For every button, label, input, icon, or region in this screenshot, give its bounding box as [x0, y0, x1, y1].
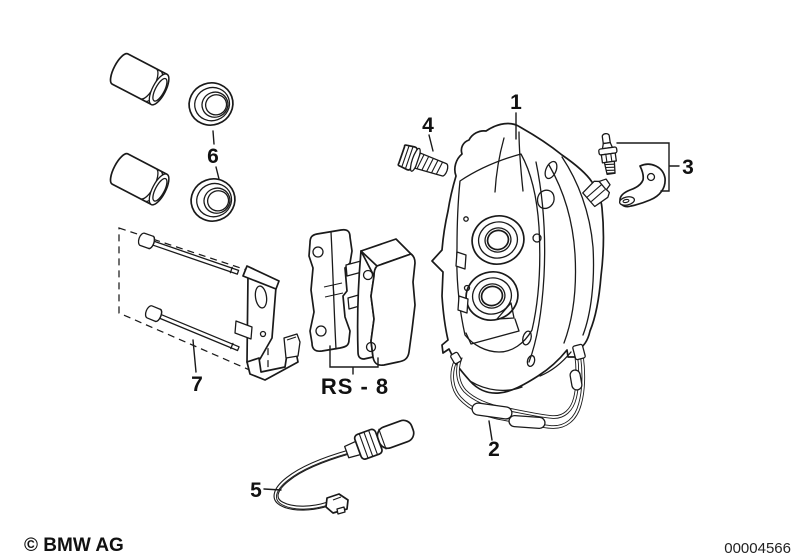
callout-pads[interactable]: RS - 8	[321, 374, 389, 399]
caliper-bore-top	[471, 215, 525, 265]
brake-pad-right	[345, 238, 416, 367]
bleeder-clip-drawing	[618, 163, 666, 208]
callout-5-leader	[263, 488, 282, 491]
callout-5[interactable]: 5	[250, 479, 262, 502]
kit-dashed-outline	[118, 227, 269, 379]
piston-seal-drawing-bottom	[190, 178, 236, 222]
callout-2-leader	[488, 420, 493, 441]
callout-4-leader	[428, 134, 434, 152]
callout-3-bracket	[616, 142, 680, 192]
piston-drawing-bottom	[109, 152, 170, 206]
callout-2[interactable]: 2	[488, 438, 500, 461]
callout-6-leader	[212, 130, 220, 180]
callout-6[interactable]: 6	[207, 145, 219, 168]
callout-pads-bracket	[329, 345, 379, 375]
guide-pin-bottom	[144, 305, 240, 352]
callout-7[interactable]: 7	[191, 373, 203, 396]
mounted-bleeder-fitting	[582, 178, 611, 208]
caliper-bolt-drawing	[397, 144, 449, 177]
sensor-connector-body	[344, 419, 415, 460]
brake-caliper-drawing	[431, 122, 611, 394]
callout-7-leader	[192, 339, 197, 373]
piston-drawing-top	[109, 52, 170, 106]
brake-pad-left	[308, 228, 353, 353]
guide-pin-top	[137, 232, 240, 275]
guide-pin-kit-drawing	[118, 227, 301, 381]
bleeder-screw-drawing	[598, 133, 618, 175]
image-number-text: 00004566	[724, 540, 791, 557]
retaining-spring-drawing	[450, 343, 586, 430]
wear-sensor-drawing	[273, 419, 415, 515]
callout-4[interactable]: 4	[422, 114, 434, 137]
callout-3[interactable]: 3	[682, 156, 694, 179]
copyright-text: © BMW AG	[24, 535, 124, 556]
piston-seal-drawing-top	[188, 82, 234, 126]
pad-retainer-bracket	[234, 265, 301, 381]
sensor-tip-plug	[325, 493, 349, 515]
callout-1[interactable]: 1	[510, 91, 522, 114]
brake-pads-drawing	[308, 228, 416, 375]
